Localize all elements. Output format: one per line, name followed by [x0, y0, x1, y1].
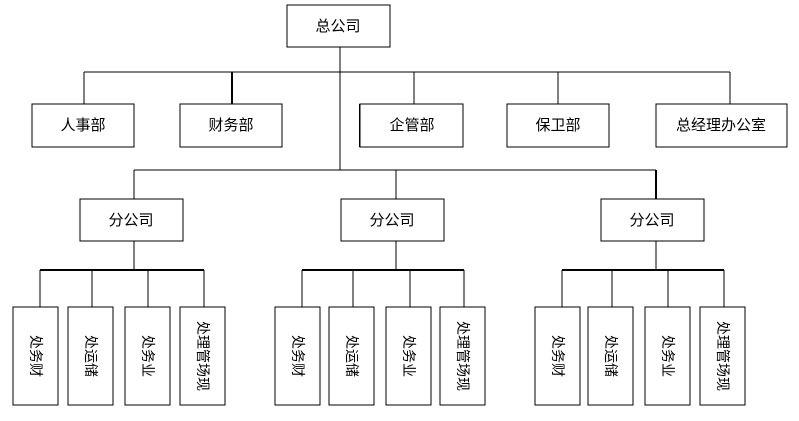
- unit-node: 处理管场现: [699, 306, 746, 406]
- root-label: 总公司: [315, 17, 360, 35]
- unit-box: [699, 306, 746, 406]
- unit-label: 处务业: [400, 335, 416, 377]
- unit-node: 处理管场现: [439, 306, 486, 406]
- unit-label: 处理管场现: [714, 321, 730, 391]
- department-label: 财务部: [208, 116, 253, 134]
- department-label: 总经理办公室: [676, 116, 766, 134]
- unit-node: 处务业: [644, 306, 691, 406]
- branch-box: [79, 198, 184, 242]
- unit-box: [67, 306, 114, 406]
- root-box: [286, 4, 391, 48]
- department-box: [359, 103, 464, 148]
- unit-box: [328, 306, 375, 406]
- department-node: 人事部: [31, 103, 135, 148]
- department-label: 企管部: [389, 116, 434, 134]
- department-label: 保卫部: [535, 116, 580, 134]
- unit-label: 处理管场现: [454, 321, 470, 391]
- branch-node: 分公司: [340, 198, 445, 242]
- branch-box: [600, 198, 705, 242]
- unit-label: 处务财: [549, 335, 565, 377]
- department-label: 人事部: [60, 116, 105, 134]
- department-box: [655, 103, 788, 148]
- unit-box: [12, 306, 59, 406]
- unit-node: 处务财: [534, 306, 581, 406]
- department-box: [31, 103, 135, 148]
- branch-label: 分公司: [108, 211, 153, 229]
- unit-label: 处务财: [27, 335, 43, 377]
- department-node: 保卫部: [506, 103, 610, 148]
- department-node: 总经理办公室: [655, 103, 788, 148]
- branch-label: 分公司: [369, 211, 414, 229]
- unit-label: 处运储: [343, 335, 359, 377]
- unit-label: 处运储: [82, 335, 98, 377]
- root-node: 总公司: [286, 4, 391, 48]
- connector-lines: [39, 47, 731, 307]
- unit-box: [274, 306, 321, 406]
- department-node: 企管部: [359, 103, 464, 148]
- unit-box: [439, 306, 486, 406]
- unit-node: 处务财: [12, 306, 59, 406]
- department-box: [179, 103, 283, 148]
- unit-label: 处务业: [139, 335, 155, 377]
- unit-label: 处运储: [602, 335, 618, 377]
- unit-node: 处务业: [124, 306, 171, 406]
- unit-label: 处务业: [659, 335, 675, 377]
- unit-node: 处运储: [328, 306, 375, 406]
- unit-box: [385, 306, 432, 406]
- unit-label: 处务财: [289, 335, 305, 377]
- branch-node: 分公司: [79, 198, 184, 242]
- branch-label: 分公司: [629, 211, 674, 229]
- unit-box: [124, 306, 171, 406]
- unit-label: 处理管场现: [194, 321, 210, 391]
- branch-box: [340, 198, 445, 242]
- unit-box: [587, 306, 634, 406]
- unit-box: [644, 306, 691, 406]
- branch-node: 分公司: [600, 198, 705, 242]
- unit-node: 处运储: [67, 306, 114, 406]
- unit-node: 处理管场现: [179, 306, 226, 406]
- department-box: [506, 103, 610, 148]
- unit-node: 处运储: [587, 306, 634, 406]
- unit-node: 处务财: [274, 306, 321, 406]
- unit-box: [534, 306, 581, 406]
- department-node: 财务部: [179, 103, 283, 148]
- unit-node: 处务业: [385, 306, 432, 406]
- unit-box: [179, 306, 226, 406]
